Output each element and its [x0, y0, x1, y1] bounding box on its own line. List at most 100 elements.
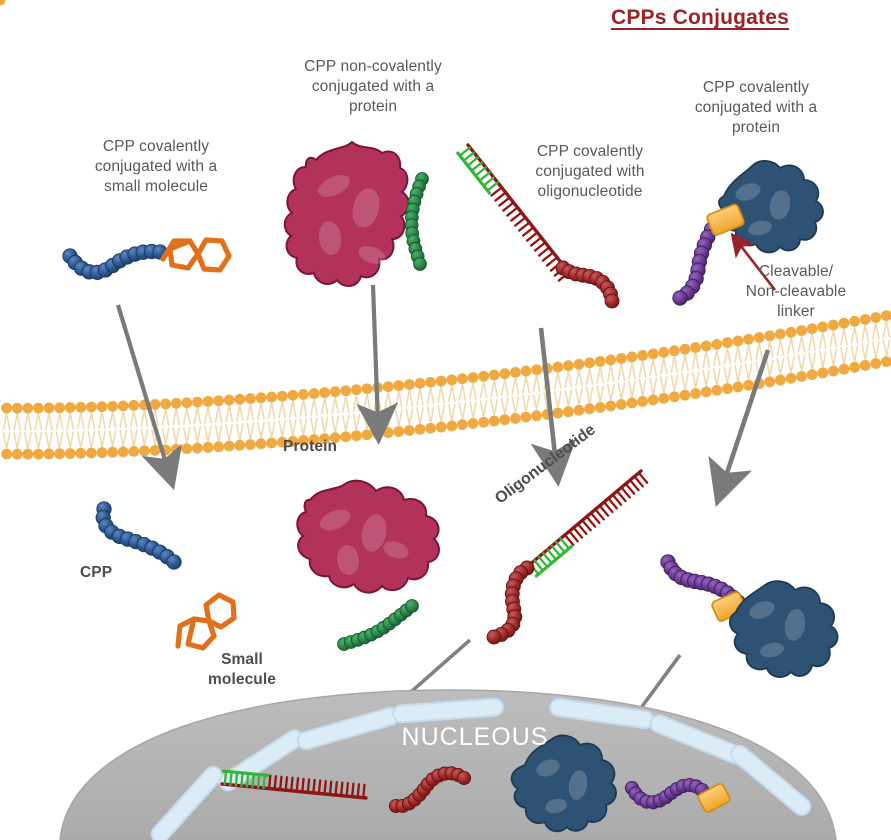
lipid-head: [43, 448, 55, 460]
lipid-tail: [292, 400, 297, 418]
linker-pointer-arrow: [730, 232, 777, 291]
lipid-tail: [620, 382, 626, 400]
lipid-head: [467, 372, 479, 383]
lipid-head: [700, 386, 712, 398]
lipid-tail: [575, 388, 580, 406]
oligo-nuc-base-pair: [328, 780, 333, 796]
lipid-head: [213, 395, 225, 407]
protein-navy-top: [718, 160, 824, 254]
oligo-top-base-pair: [486, 181, 499, 192]
lipid-tail: [578, 369, 583, 387]
caption-small-molecule: CPP covalently conjugated with a small m…: [94, 138, 218, 195]
lipid-head: [245, 439, 256, 450]
lipid-head: [722, 337, 733, 349]
lipid-tail: [239, 404, 244, 422]
lipid-tail: [490, 380, 495, 398]
lipid-head: [626, 351, 638, 363]
nuclear-pores: [150, 697, 812, 840]
lipid-head: [22, 402, 34, 414]
lipid-head: [425, 376, 436, 388]
lipid-tail: [769, 359, 774, 377]
lipid-tail: [69, 431, 75, 449]
lipid-head: [478, 370, 489, 382]
lipid-tail: [313, 417, 318, 435]
lipid-tail: [48, 413, 53, 431]
lipid-tail: [818, 332, 824, 350]
lipid-tail: [691, 352, 697, 370]
lipid-tail: [712, 349, 718, 367]
lipid-tail: [101, 411, 106, 429]
oligo-cyto-base-pair: [598, 504, 610, 517]
lipid-tail: [164, 427, 170, 445]
lipid-tail: [684, 354, 689, 372]
lipid-tail: [617, 363, 623, 381]
lipid-tail: [567, 389, 573, 407]
lipid-tail: [779, 339, 785, 357]
lipid-tail: [811, 352, 817, 370]
cytoplasm-cpp-green: [337, 599, 419, 651]
oligo-cyto-base-pair: [637, 471, 649, 484]
lipid-tail: [440, 386, 446, 404]
oligo-cyto-base-pair: [563, 533, 575, 547]
caption-non-covalent-protein: CPP non-covalently conjugated with a pro…: [304, 58, 442, 115]
lipid-head: [605, 354, 617, 366]
lipid-tail: [129, 410, 135, 428]
lipid-tail: [641, 379, 647, 397]
lipid-tail: [482, 400, 488, 418]
lipid-tail: [588, 386, 594, 404]
lipid-tail: [702, 369, 707, 387]
oligo-top-base-pair: [510, 211, 523, 222]
lipid-head: [796, 325, 807, 336]
lipid-tail: [514, 377, 520, 395]
oligo-nuc-base-pair: [356, 783, 361, 799]
lipid-tail: [23, 413, 29, 431]
lipid-tail: [564, 370, 570, 388]
lipid-tail: [270, 402, 276, 420]
lipid-head: [531, 410, 542, 422]
lipid-head: [414, 423, 426, 435]
lipid-head: [637, 350, 648, 361]
lipid-tail: [34, 431, 40, 449]
lipid-tail: [585, 368, 591, 385]
lipid-head: [446, 420, 458, 432]
lipid-tail: [299, 418, 305, 436]
lipid-tail: [776, 357, 782, 375]
lipid-tail: [726, 366, 732, 384]
lipid-tail: [808, 352, 813, 370]
lipid-tail: [553, 372, 559, 390]
lipid-head: [488, 415, 500, 427]
lipid-tail: [564, 389, 570, 407]
lipid-tail: [447, 385, 453, 403]
lipid-head: [817, 367, 829, 379]
lipid-tail: [588, 368, 594, 385]
lipid-head: [700, 340, 712, 352]
lipid-tail: [557, 390, 562, 408]
cpp-bead-purple: [672, 290, 688, 306]
lipid-tail: [164, 409, 170, 427]
lipid-tail: [34, 413, 40, 431]
lipid-head: [435, 421, 447, 433]
lipid-tail: [172, 427, 177, 445]
lipid-tail: [670, 356, 676, 373]
oligo-nuc-base-pair: [323, 779, 327, 796]
lipid-head: [785, 372, 797, 384]
lipid-tail: [800, 354, 806, 372]
lipid-head: [510, 367, 521, 378]
arrow-oligonucleotide: [530, 327, 577, 487]
lipid-head: [22, 448, 34, 460]
lipid-tail: [196, 425, 202, 443]
lipid-tail: [363, 412, 368, 430]
lipid-tail: [108, 411, 114, 429]
lipid-tail: [352, 394, 358, 412]
lipid-head: [669, 391, 680, 403]
lipid-tail: [493, 380, 499, 398]
lipid-tail: [214, 406, 220, 423]
lipid-tail: [55, 431, 61, 449]
lipid-tail: [681, 354, 686, 372]
lipid-tail: [871, 322, 877, 340]
oligo-nuc-base-pair: [362, 783, 366, 799]
lipid-tail: [875, 322, 880, 340]
oligo-nuc-base-pair: [223, 770, 228, 786]
lipid-tail: [2, 413, 8, 431]
lipid-head: [393, 426, 405, 437]
